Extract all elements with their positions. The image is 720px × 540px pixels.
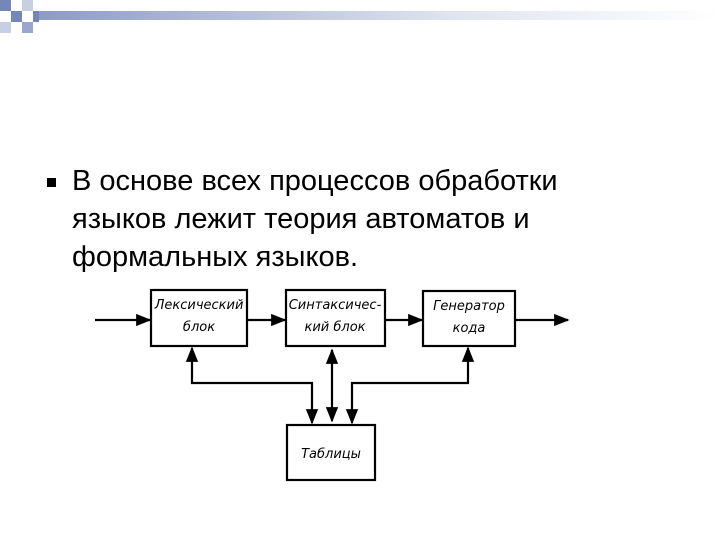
codegen-tables-link bbox=[345, 346, 475, 425]
lexer-box bbox=[149, 288, 249, 348]
bullet-text-line-1: В основе всех процессов обработки bbox=[72, 165, 558, 197]
tables-label: Таблицы bbox=[301, 447, 361, 462]
codegen-label-line-2: кода bbox=[453, 321, 486, 336]
parser-label-line-1: Синтаксичес- bbox=[289, 298, 382, 313]
codegen-box bbox=[421, 289, 517, 348]
corner-square-1 bbox=[0, 0, 11, 11]
lexer-label-line-1: Лексический bbox=[154, 298, 244, 313]
corner-square-5 bbox=[22, 22, 33, 33]
corner-square-2 bbox=[11, 11, 22, 22]
lexer-label-line-2: блок bbox=[183, 320, 215, 335]
tables-box bbox=[285, 423, 377, 482]
corner-square-6 bbox=[33, 11, 39, 22]
bullet-square-icon bbox=[47, 178, 56, 187]
bullet-text-line-2: языков лежит теория автоматов и bbox=[72, 203, 530, 235]
corner-square-4 bbox=[0, 22, 11, 33]
parser-box bbox=[284, 288, 387, 348]
codegen-label-line-1: Генератор bbox=[433, 299, 505, 314]
lexer-tables-link bbox=[185, 346, 319, 425]
corner-decoration bbox=[0, 0, 720, 33]
corner-square-3 bbox=[22, 0, 33, 11]
parser-label-line-2: кий блок bbox=[304, 320, 365, 335]
bullet-text: В основе всех процессов обработки языков… bbox=[72, 162, 632, 276]
top-gradient-bar bbox=[36, 11, 720, 20]
bullet-text-line-3: формальных языков. bbox=[72, 241, 359, 273]
